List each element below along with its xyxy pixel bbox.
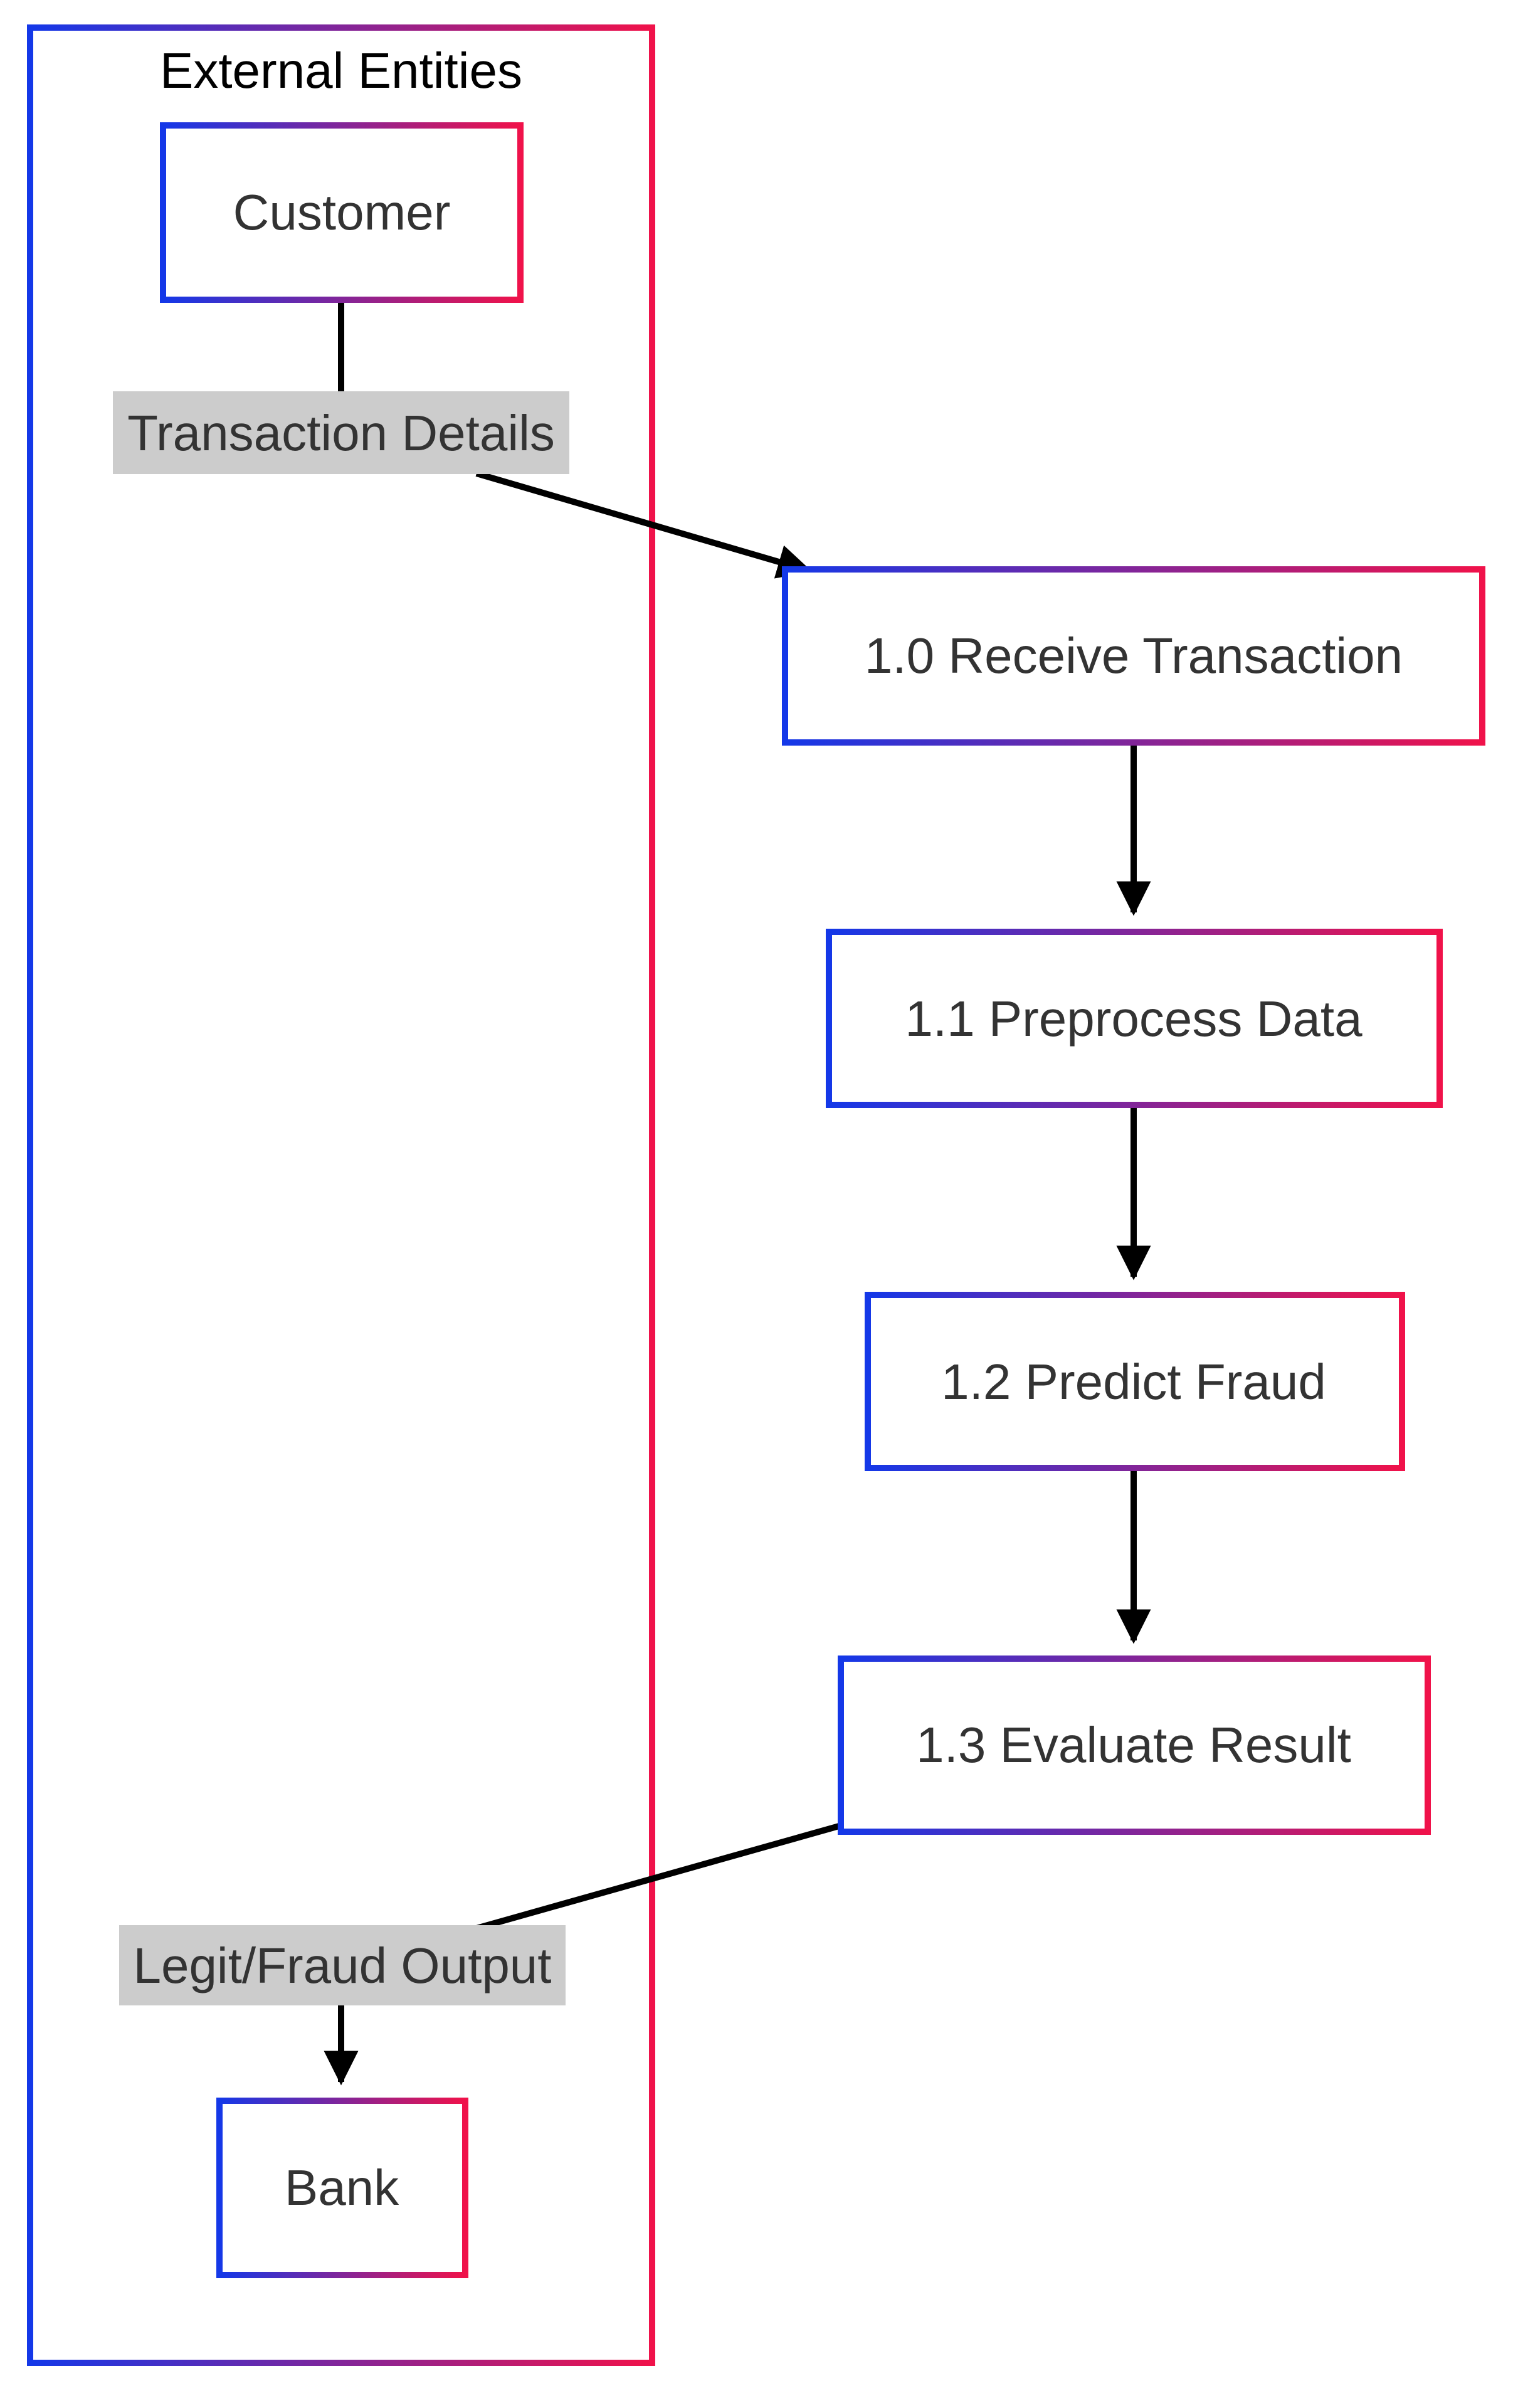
node-label: 1.2 Predict Fraud: [941, 1354, 1326, 1410]
node-label: 1.3 Evaluate Result: [916, 1717, 1351, 1773]
edge-transaction-details: [475, 470, 813, 579]
edge-label-text: Legit/Fraud Output: [133, 1938, 551, 1993]
edge-label-text: Transaction Details: [127, 405, 555, 461]
node-label: Customer: [233, 184, 451, 240]
edge-evaluate-to-label: [475, 1823, 840, 1931]
node-bank: Bank: [216, 2098, 468, 2278]
node-label: 1.1 Preprocess Data: [905, 991, 1363, 1047]
edge-label-transaction-details: Transaction Details: [113, 391, 569, 474]
edges: [324, 301, 1151, 2086]
node-label: Bank: [285, 2160, 399, 2215]
edge-label-legit-fraud-output: Legit/Fraud Output: [119, 1925, 566, 2005]
node-customer: Customer: [160, 122, 524, 303]
node-predict-fraud: 1.2 Predict Fraud: [865, 1292, 1405, 1471]
external-entities-group: External Entities: [27, 24, 655, 2366]
node-receive-transaction: 1.0 Receive Transaction: [782, 566, 1485, 746]
node-evaluate-result: 1.3 Evaluate Result: [838, 1656, 1431, 1835]
group-label: External Entities: [160, 43, 522, 98]
node-preprocess-data: 1.1 Preprocess Data: [826, 929, 1443, 1108]
node-label: 1.0 Receive Transaction: [865, 628, 1403, 684]
